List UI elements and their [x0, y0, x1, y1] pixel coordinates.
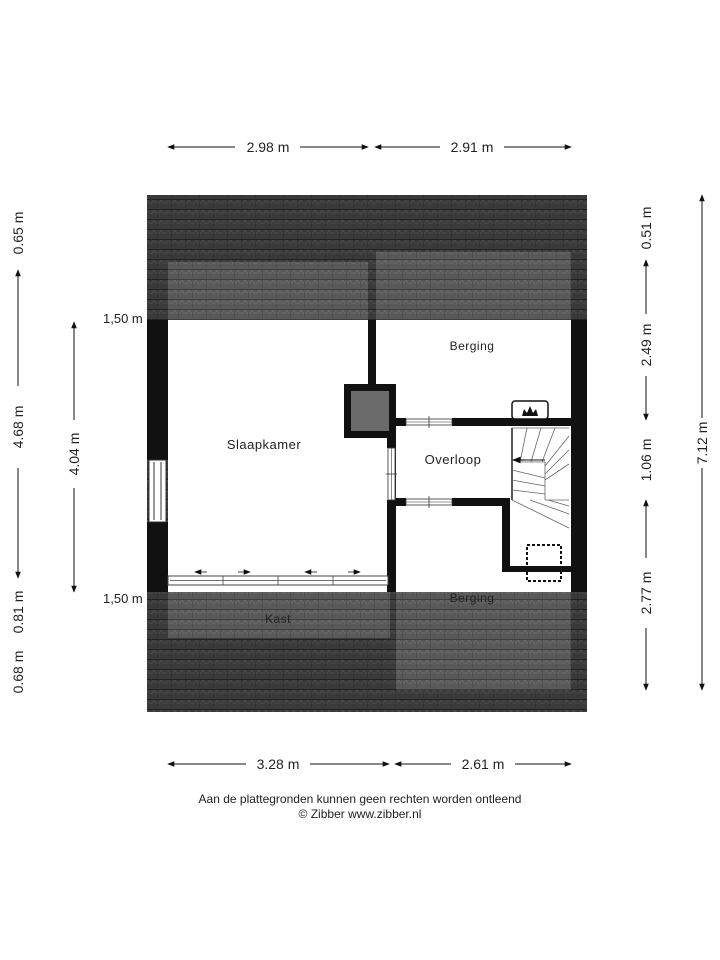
dimension-left-middle: 4.68 m — [10, 406, 26, 449]
dimension-top-right: 2.91 m — [451, 139, 494, 155]
room-label-bedroom: Slaapkamer — [227, 437, 302, 452]
dimension-bottom-right: 2.61 m — [462, 756, 505, 772]
dimension-bottom-left: 3.28 m — [257, 756, 300, 772]
openings — [148, 416, 453, 523]
walls — [147, 320, 587, 592]
footer-credit: © Zibber www.zibber.nl — [298, 807, 422, 821]
dimension-right-d: 2.77 m — [638, 572, 654, 615]
dimension-left-bottom-a: 0.68 m — [10, 651, 26, 694]
dimension-top-left: 2.98 m — [247, 139, 290, 155]
dimension-right-total: 7.12 m — [694, 422, 710, 465]
room-label-storage-top: Berging — [450, 339, 495, 353]
floor-area — [168, 320, 571, 592]
dimension-left-bottom-b: 0.81 m — [10, 591, 26, 634]
dimension-lines — [15, 144, 705, 767]
footer-disclaimer: Aan de plattegronden kunnen geen rechten… — [198, 792, 522, 806]
room-label-closet: Kast — [265, 612, 291, 626]
dimension-right-a: 0.51 m — [638, 207, 654, 250]
dimension-left-top: 0.65 m — [10, 212, 26, 255]
heater-icon — [511, 400, 549, 420]
dimension-left-inner: 4.04 m — [66, 433, 82, 476]
dimension-right-c: 1.06 m — [638, 439, 654, 482]
room-label-storage-bottom: Berging — [450, 591, 495, 605]
dimension-right-b: 2.49 m — [638, 324, 654, 367]
closet-sliding-doors — [167, 569, 389, 586]
height-mark-lower: 1,50 m — [103, 591, 143, 606]
staircase — [511, 427, 570, 529]
attic-hatch — [526, 544, 562, 582]
room-label-landing: Overloop — [425, 452, 482, 467]
height-mark-upper: 1,50 m — [103, 311, 143, 326]
